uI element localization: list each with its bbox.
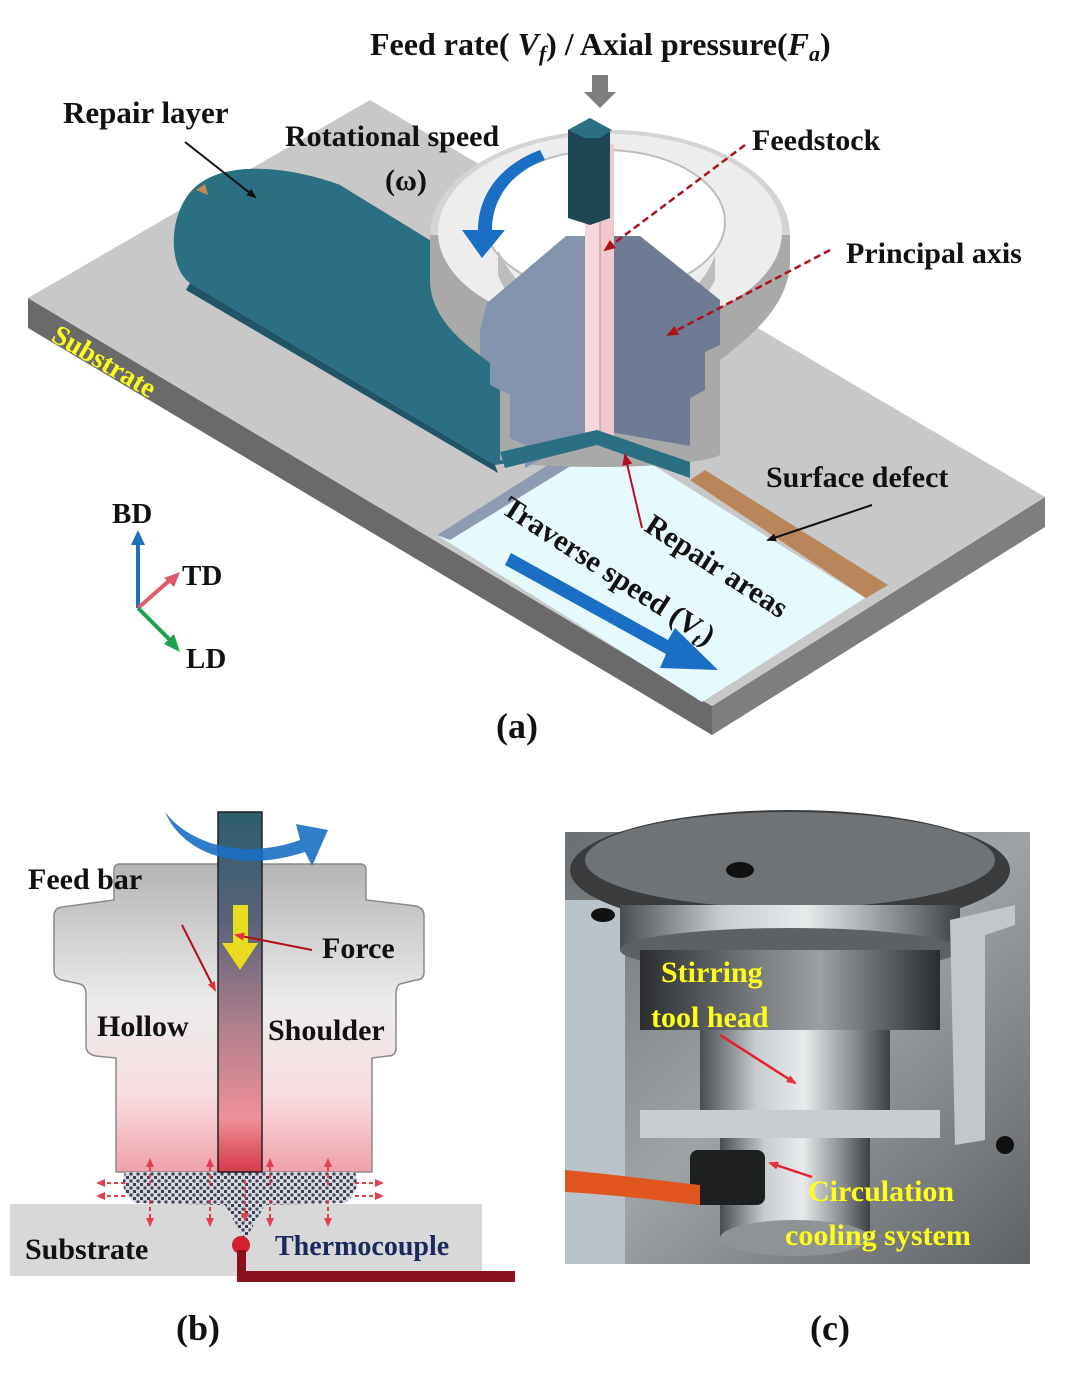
feed-bar (217, 811, 263, 1173)
heat-flow-arrows (96, 1158, 384, 1227)
caption-a: (a) (496, 706, 538, 746)
thermocouple-label: Thermocouple (275, 1231, 449, 1262)
stirring-tool-label-1: Stirring (661, 956, 763, 989)
feed-bar-leader (181, 924, 216, 992)
td-label: TD (182, 560, 222, 592)
omega-label: (ω) (385, 164, 427, 197)
photo-wall (565, 900, 625, 1264)
photo-bolt-hole (726, 862, 754, 878)
caption-c: (c) (810, 1308, 850, 1348)
ld-arrowhead-icon (164, 634, 180, 652)
photo-top-flange-face (585, 812, 995, 908)
ld-label: LD (186, 643, 226, 675)
cooling-leader (768, 1161, 813, 1179)
cooling-label-2: cooling system (785, 1219, 971, 1252)
td-arrow-icon (136, 578, 172, 610)
photo-bracket-plate (640, 1110, 940, 1138)
caption-b: (b) (176, 1308, 220, 1348)
rotation-arrow-icon (462, 150, 545, 258)
surface-defect-label: Surface defect (766, 461, 948, 494)
stirring-tool-label-2: tool head (651, 1001, 769, 1034)
photo-bolt-left (591, 908, 615, 922)
cooling-label-1: Circulation (808, 1175, 954, 1208)
bd-label: BD (112, 498, 152, 530)
stirring-tool-leader (719, 1033, 797, 1085)
photo-body (640, 950, 940, 1030)
photo-hose-fitting (690, 1150, 765, 1205)
rotation-arrow-icon-b (165, 812, 328, 866)
panel-c: Stirring tool head Circulation cooling s… (565, 810, 1030, 1348)
repair-layer-leader (184, 141, 257, 199)
feedstock-block (568, 118, 610, 225)
feedstock-leader (603, 144, 746, 252)
substrate-plate-front-right (712, 497, 1045, 735)
photo-hose (565, 1170, 700, 1205)
principal-axis-cut-right (610, 236, 720, 446)
defect-sliver (196, 184, 208, 195)
shoulder-label: Shoulder (268, 1014, 385, 1047)
panel-a: Feed rate( Vf) / Axial pressure(Fa) Repa… (28, 26, 1045, 746)
photo-tool-cylinder (700, 1030, 890, 1110)
repair-layer (173, 168, 561, 466)
thermocouple-wire (237, 1250, 515, 1282)
substrate-label-b: Substrate (25, 1233, 148, 1266)
surface-defect-strip (690, 470, 888, 598)
principal-axis-label: Principal axis (846, 237, 1022, 270)
photo-cooling-ring-bottom (720, 1220, 870, 1256)
bd-arrowhead-icon (131, 530, 145, 545)
td-arrowhead-icon (164, 572, 180, 587)
feed-rate-title: Feed rate( Vf) / Axial pressure(Fa) (370, 26, 831, 66)
photo-bracket-arm (950, 905, 1015, 1145)
rotational-speed-label: Rotational speed (285, 120, 499, 153)
surface-defect-leader (766, 504, 873, 542)
feed-bar-label: Feed bar (28, 863, 142, 896)
ld-arrow-icon (136, 606, 172, 642)
traverse-arrow-icon (505, 553, 718, 670)
feedstock-block-top (568, 118, 612, 138)
axis-triad: BD TD LD (112, 498, 226, 675)
tool-base-ring (500, 430, 690, 478)
force-label: Force (322, 932, 395, 965)
principal-axis-leader (666, 248, 831, 337)
thermocouple-tip (232, 1236, 250, 1254)
repair-layer-label: Repair layer (63, 95, 229, 130)
photo-bracket-bolt (996, 1136, 1014, 1154)
principal-axis-cut-left (480, 236, 590, 468)
feed-arrow-icon (584, 75, 616, 108)
repair-area (437, 432, 865, 702)
force-leader (234, 932, 313, 951)
hollow-label: Hollow (97, 1010, 189, 1043)
repair-layer-edge (186, 283, 498, 473)
panel-b: Feed bar Force Hollow Shoulder Substrate… (10, 811, 515, 1348)
repair-areas-leader (622, 453, 643, 529)
stir-zone (122, 1172, 358, 1240)
feedstock-label: Feedstock (752, 124, 881, 157)
substrate-plate-front-left (28, 298, 712, 735)
